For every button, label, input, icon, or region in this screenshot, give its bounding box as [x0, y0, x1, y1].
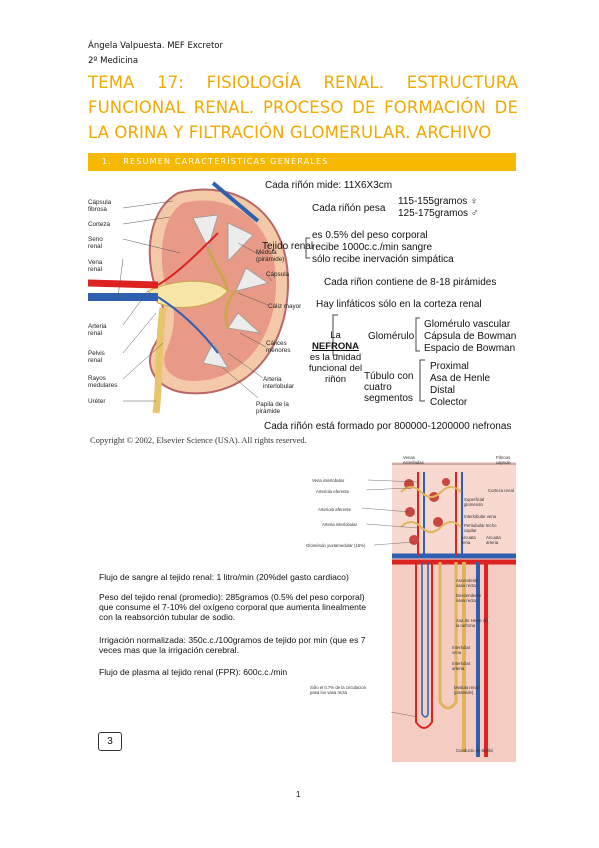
document-course: 2º Medicina [88, 56, 139, 66]
label-superficial-glomerulo: Superficial glomerulo [464, 497, 485, 507]
tubulo-label: Túbulo con cuatro segmentos [364, 371, 414, 404]
figure-copyright: Copyright © 2002, Elsevier Science (USA)… [90, 435, 307, 445]
kidney-weight-female: 115-155gramos ♀ [398, 196, 478, 207]
label-medula-renal: Medula renal (piramide) [454, 685, 479, 695]
page-title: TEMA 17: FISIOLOGÍA RENAL. ESTRUCTURA FU… [88, 73, 518, 142]
label-capsula: Cápsula [266, 271, 290, 278]
label-seno-renal: Seno renal [88, 236, 103, 250]
section-header: 1. RESUMEN CARACTERÍSTICAS GENERALES [88, 153, 516, 171]
label-fibrous-capsule: Fibrous capsule [496, 455, 511, 465]
tubulo-part-4: Colector [430, 397, 468, 408]
label-descendente-vasa-recta: Descendente vasa recta [456, 593, 482, 603]
kidney-weight-label: Cada riñón pesa [312, 203, 386, 214]
tubulo-part-2: Asa de Henle [430, 373, 491, 384]
label-calices-menores: Cálices menores [266, 340, 291, 354]
label-arteria-renal: Arteria renal [88, 323, 107, 337]
tubulo-part-3: Distal [430, 385, 456, 396]
tissue-line-1: es 0.5% del peso corporal [312, 230, 428, 241]
label-interlobar-arteria: Interlobar arteria [452, 661, 471, 671]
label-capsula-fibrosa: Cápsula fibrosa [88, 199, 112, 213]
glomerulo-part-1: Glomérulo vascular [424, 319, 511, 330]
flow-line-4: Flujo de plasma al tejido renal (FPR): 6… [99, 667, 288, 677]
glomerulo-part-3: Espacio de Bowman [424, 343, 516, 354]
vessel-illustration [361, 462, 516, 762]
kidney-illustration [88, 181, 425, 414]
nephron-count: Cada riñón está formado por 800000-12000… [264, 421, 512, 432]
label-arteriola-aferente: Arteriola aferente [318, 507, 351, 512]
kidney-measure: Cada riñón mide: 11X6X3cm [265, 180, 393, 191]
label-venas-estrelladas: Venas estrelladas [403, 455, 424, 465]
label-arteria-interlobular: Arteria interlobular [263, 376, 295, 390]
label-ureter: Uréter [88, 398, 106, 405]
label-corteza-renal: Corteza renal [488, 488, 514, 493]
glomerulo-part-2: Cápsula de Bowman [424, 331, 517, 342]
label-interlobular-vena: Interlobular vena [464, 514, 497, 519]
label-asa-henle: Asa de Henle de la nefrona [456, 618, 488, 628]
label-vena-interlobular: Vena interlobular [312, 478, 345, 483]
label-interlobar-vena: Interlobar vena [452, 645, 471, 655]
vasa-recta-note: Sólo el 0.7% de la circulación pasa los … [310, 685, 367, 695]
label-corteza: Corteza [88, 221, 111, 228]
kidney-figure: Cápsula fibrosa Corteza Seno renal Vena … [88, 173, 518, 445]
tubulo-part-1: Proximal [430, 361, 469, 372]
slide-number: 3 [98, 732, 122, 751]
label-arcuata-vena: Arcuata vena [461, 535, 476, 545]
label-papila: Papila de la pirámide [256, 401, 289, 415]
label-caliz-mayor: Cáliz mayor [268, 303, 302, 310]
label-conducto-bellini: Conducto de Bellini [456, 748, 494, 753]
label-pelvis-renal: Pelvis renal [88, 350, 105, 364]
label-vena-renal: Vena renal [88, 259, 103, 273]
vessel-figure: Venas estrelladas Fibrous capsule Vena i… [306, 452, 518, 762]
label-arcuata-arteria: Arcuata arteria [486, 535, 501, 545]
label-ascendente-vasa-recta: Ascendente vasa recta [456, 578, 479, 588]
kidney-weight-male: 125-175gramos ♂ [398, 208, 479, 219]
tissue-line-3: sólo recibe inervación simpática [312, 254, 454, 265]
label-arteriola-eferente: Arteriola eferente [316, 489, 349, 494]
section-label: 1. RESUMEN CARACTERÍSTICAS GENERALES [102, 157, 329, 166]
flow-line-3: Irrigación normalizada: 350c.c./100gramo… [99, 635, 366, 655]
pyramids-count: Cada riñon contiene de 8-18 pirámides [324, 277, 497, 288]
flow-line-2: Peso del tejido renal (promedio): 285gra… [99, 592, 367, 622]
flow-line-1: Flujo de sangre al tejido renal: 1 litro… [99, 572, 349, 582]
lymph-note: Hay linfáticos sólo en la corteza renal [316, 299, 482, 310]
label-medula: Médula (pirámide) [256, 249, 285, 263]
nephron-definition: La NEFRONA es la unidad funcional del ri… [308, 330, 363, 385]
label-peritubular: Peritubular techo capilar [464, 523, 497, 533]
label-arteria-interlobular-v: Arteria interlobular [322, 522, 358, 527]
document-author: Ángela Valpuesta. MEF Excretor [88, 41, 223, 51]
label-rayos-medulares: Rayos medulares [88, 375, 118, 389]
tissue-line-2: recibe 1000c.c./min sangre [312, 242, 433, 253]
tissue-label: Tejido renal [262, 241, 314, 252]
page-number: 1 [296, 790, 301, 799]
glomerulo-label: Glomérulo [368, 331, 415, 342]
label-glomerulo-yuxtamedular: Glomérulo yuxtamedular (15%) [306, 543, 366, 548]
